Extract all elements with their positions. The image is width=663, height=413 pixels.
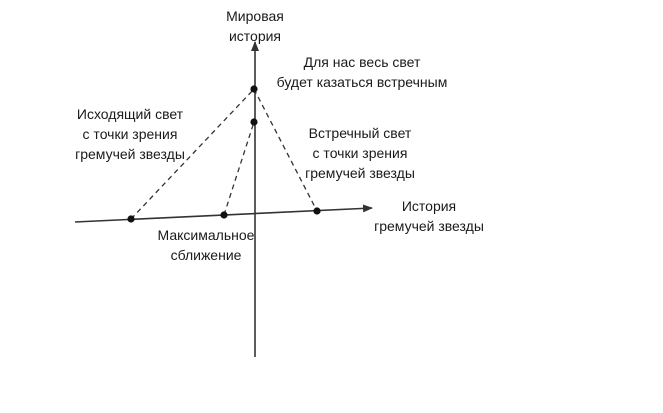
outgoing-emission-point [127, 215, 135, 223]
all-light-oncoming-label: Для нас весь свет будет казаться встречн… [276, 54, 448, 90]
world-history-label: Мировая история [226, 8, 284, 44]
oncoming-emission-point [313, 207, 321, 215]
star-history-label: История гремучей звезды [374, 198, 484, 234]
max-approach-label: Максимальное сближение [157, 227, 255, 263]
outgoing-light-label: Исходящий свет с точки зрения гремучей з… [75, 106, 185, 162]
observation-point [250, 85, 258, 93]
max-approach-line [223, 121, 255, 216]
oncoming-light-label: Встречный свет с точки зрения гремучей з… [305, 125, 415, 181]
closest-approach-observed-point [250, 118, 258, 126]
oncoming-light-line [253, 88, 318, 212]
outgoing-light-line [130, 88, 255, 220]
max-approach-point [220, 211, 228, 219]
